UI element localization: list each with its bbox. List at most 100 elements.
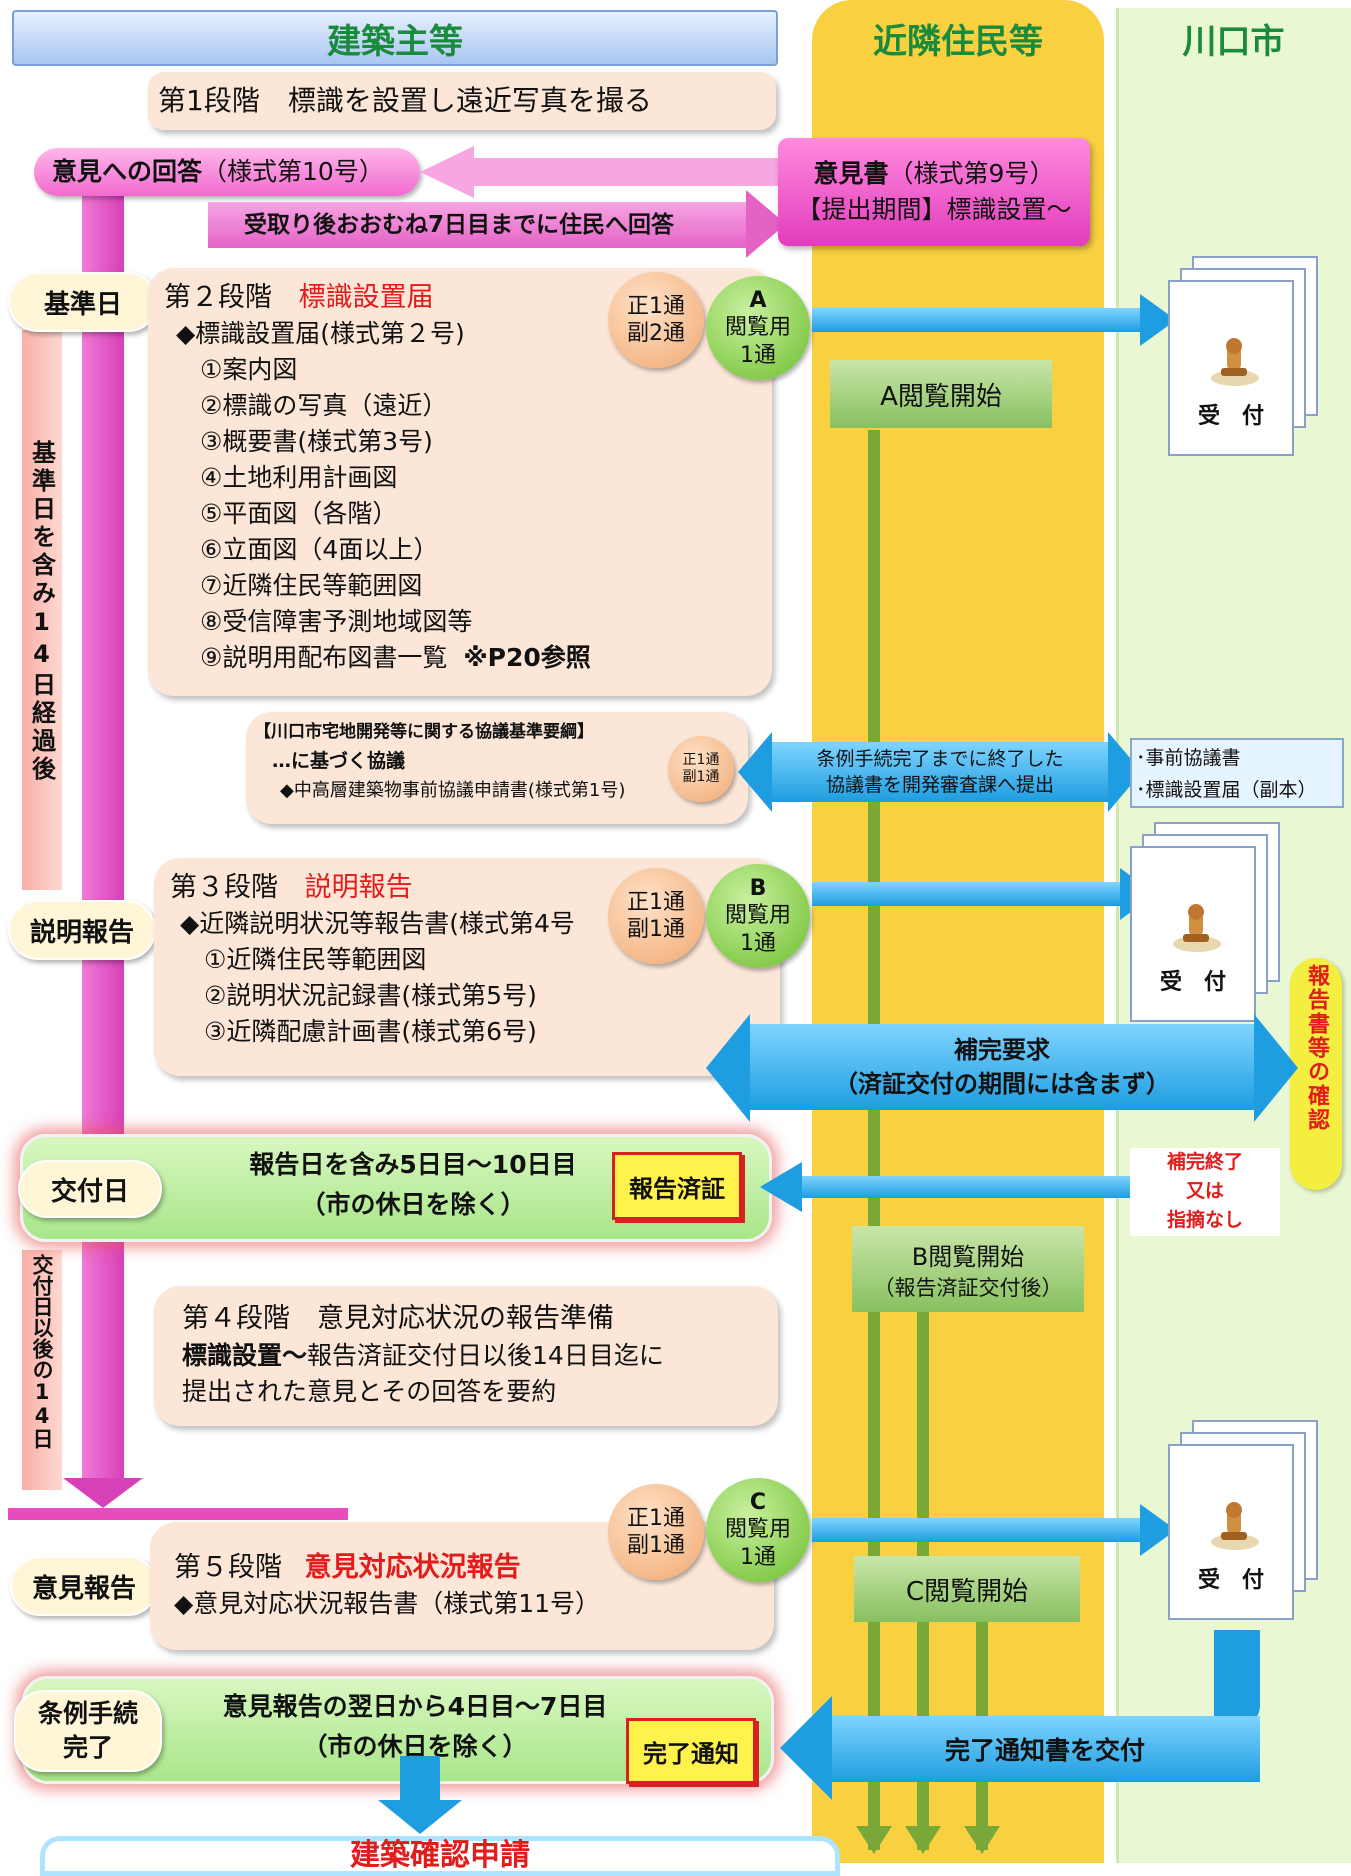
- copies-a-green: A 閲覧用 1通: [706, 276, 810, 380]
- stage3-title: 第３段階: [170, 872, 278, 903]
- marker-jorei-line2: 完了: [62, 1733, 113, 1762]
- city-header-text: 川口市: [1182, 21, 1285, 62]
- marker-jorei: 条例手続 完了: [14, 1690, 162, 1772]
- side-bar-second-text: 交付日以後の14日: [30, 1254, 54, 1449]
- copies-b-orange: 正1通 副1通: [608, 868, 704, 964]
- kanryo-arrow-text: 完了通知書を交付: [944, 1736, 1145, 1765]
- hokan-line2: （済証交付の期間には含まず）: [834, 1070, 1170, 1098]
- stage2-title-red: 標識設置届: [298, 282, 434, 313]
- kyogi-line2: …に基づく協議: [272, 750, 406, 772]
- submit-a-arrow: [812, 308, 1142, 332]
- kanryo-stamp-text: 完了通知: [643, 1739, 739, 1768]
- hokan-arrow: 補完要求 （済証交付の期間には含まず）: [748, 1024, 1256, 1110]
- timeline-divider: [8, 1508, 348, 1520]
- marker-setsumei-text: 説明報告: [29, 917, 134, 948]
- receipt-a-label: 受 付: [1197, 404, 1264, 429]
- kyogi-arrow-line2: 協議書を開発審査課へ提出: [825, 774, 1054, 796]
- copies-a-green-2: 1通: [740, 342, 776, 368]
- kofu-line1: 報告日を含み5日目～10日目: [249, 1150, 577, 1179]
- copies-c-letter: C: [749, 1489, 767, 1515]
- copies-c-orange-1: 正1通: [627, 1505, 685, 1531]
- marker-iken: 意見報告: [10, 1556, 158, 1616]
- kanryo-down-arrowhead: [378, 1800, 462, 1834]
- kanryo-stamp: 完了通知: [626, 1718, 756, 1784]
- report-confirm-text: 報告書等の確認: [1304, 964, 1329, 1132]
- viewing-b-line2: （報告済証交付後）: [873, 1275, 1063, 1300]
- marker-kijunbi: 基準日: [8, 272, 158, 332]
- viewing-c-text: C閲覧開始: [905, 1576, 1029, 1607]
- stage3-item: ◆近隣説明状況等報告書(様式第4号: [180, 909, 575, 938]
- kofu-line2: （市の休日を除く）: [300, 1190, 526, 1219]
- copies-a-orange-1: 正1通: [627, 293, 685, 319]
- stage2-item: ⑦近隣住民等範囲図: [200, 571, 423, 600]
- kofu-stamp-text: 報告済証: [629, 1174, 725, 1203]
- stage5-title-red: 意見対応状況報告: [304, 1552, 521, 1583]
- owner-column-header: 建築主等: [12, 10, 778, 66]
- reply-note-arrow: 受取り後おおむね7日目までに住民へ回答: [208, 202, 748, 248]
- viewing-end-arrowhead: [964, 1826, 1000, 1854]
- copies-c-green: C 閲覧用 1通: [706, 1478, 810, 1582]
- stamp-icon: [1163, 904, 1223, 954]
- residents-column-header: 近隣住民等: [812, 10, 1104, 66]
- kyogi-line1: 【川口市宅地開発等に関する協議基準要綱】: [254, 722, 594, 742]
- kyogi-city-line1: ･事前協議書: [1136, 747, 1241, 769]
- kofu-stamp: 報告済証: [612, 1152, 742, 1220]
- kanryo-arrowhead: [780, 1696, 832, 1800]
- stage4-line3: 提出された意見とその回答を要約: [182, 1377, 557, 1406]
- stage2-item: ⑨説明用配布図書一覧: [200, 643, 448, 672]
- copies-a-orange-2: 副2通: [627, 321, 685, 346]
- viewing-end-arrowhead: [856, 1826, 892, 1854]
- bottom-text: 建築確認申請: [350, 1838, 530, 1873]
- stage1-text: 第1段階 標識を設置し遠近写真を撮る: [158, 84, 652, 117]
- stage3-item: ①近隣住民等範囲図: [204, 945, 427, 974]
- copies-a-letter: A: [749, 287, 767, 313]
- opinion-to-reply-arrow: [470, 158, 790, 186]
- kanryo-arrow: 完了通知書を交付: [830, 1716, 1260, 1782]
- copies-b-green-2: 1通: [740, 930, 776, 956]
- stage3-item: ③近隣配慮計画書(様式第6号): [204, 1017, 537, 1046]
- viewing-b-line1: B閲覧開始: [911, 1242, 1025, 1271]
- marker-kofubi-text: 交付日: [50, 1176, 129, 1207]
- stage2-item: ③概要書(様式第3号): [200, 427, 433, 456]
- hokan-arrowhead-right: [1254, 1014, 1298, 1122]
- stage1-box: 第1段階 標識を設置し遠近写真を撮る: [148, 72, 776, 130]
- viewing-c-start: C閲覧開始: [854, 1556, 1080, 1622]
- receipt-b: 受 付: [1130, 822, 1284, 1028]
- receipt-b-label: 受 付: [1159, 970, 1226, 995]
- reply-label-bold: 意見への回答: [52, 157, 203, 186]
- receipt-c-label: 受 付: [1197, 1568, 1264, 1593]
- reply-note-text: 受取り後おおむね7日目までに住民へ回答: [244, 212, 675, 238]
- copies-c-green-2: 1通: [740, 1544, 776, 1570]
- stage3-title-red: 説明報告: [304, 872, 413, 903]
- viewing-end-arrowhead: [905, 1826, 941, 1854]
- submit-c-arrow: [812, 1518, 1142, 1542]
- kyogi-city-box: ･事前協議書 ･標識設置届（副本）: [1130, 738, 1344, 808]
- kanryo-line1: 意見報告の翌日から4日目～7日目: [222, 1692, 608, 1721]
- marker-kofubi: 交付日: [18, 1160, 162, 1218]
- stage2-item: ◆標識設置届(様式第２号): [176, 319, 465, 348]
- viewing-a-start: A閲覧開始: [830, 360, 1052, 428]
- stage2-item-list: ◆標識設置届(様式第２号) ①案内図 ②標識の写真（遠近） ③概要書(様式第3号…: [164, 316, 772, 676]
- viewing-a-text: A閲覧開始: [880, 381, 1002, 412]
- kanryo-city-connector: [1214, 1630, 1260, 1726]
- copies-a-green-1: 閲覧用: [724, 315, 791, 341]
- opinion-period: 【提出期間】標識設置～: [796, 195, 1072, 224]
- residents-header-text: 近隣住民等: [873, 21, 1043, 62]
- kyogi-line3: ◆中高層建築物事前協議申請書(様式第1号): [280, 780, 626, 801]
- stage5-box: 第５段階 意見対応状況報告 ◆意見対応状況報告書（様式第11号）: [150, 1522, 774, 1650]
- viewing-line-a: [868, 430, 880, 1850]
- stamp-icon: [1201, 338, 1261, 388]
- copies-c-orange-2: 副1通: [627, 1533, 685, 1558]
- stage4-line2-bold: 標識設置～: [182, 1341, 308, 1370]
- stage5-title: 第５段階: [174, 1552, 282, 1583]
- hokan-end-line1: 補完終了: [1166, 1151, 1243, 1173]
- receipt-a: 受 付: [1168, 256, 1322, 462]
- kofu-arrowhead: [760, 1162, 802, 1212]
- kofu-arrow: [800, 1176, 1140, 1198]
- marker-kijunbi-text: 基準日: [43, 289, 122, 320]
- copies-c-green-1: 閲覧用: [724, 1517, 791, 1543]
- copies-b-letter: B: [749, 875, 767, 901]
- kyogi-arrowhead-left: [738, 732, 772, 812]
- hokan-line1: 補完要求: [954, 1036, 1050, 1064]
- stage3-box: 第３段階 説明報告 ◆近隣説明状況等報告書(様式第4号 ①近隣住民等範囲図 ②説…: [154, 858, 780, 1076]
